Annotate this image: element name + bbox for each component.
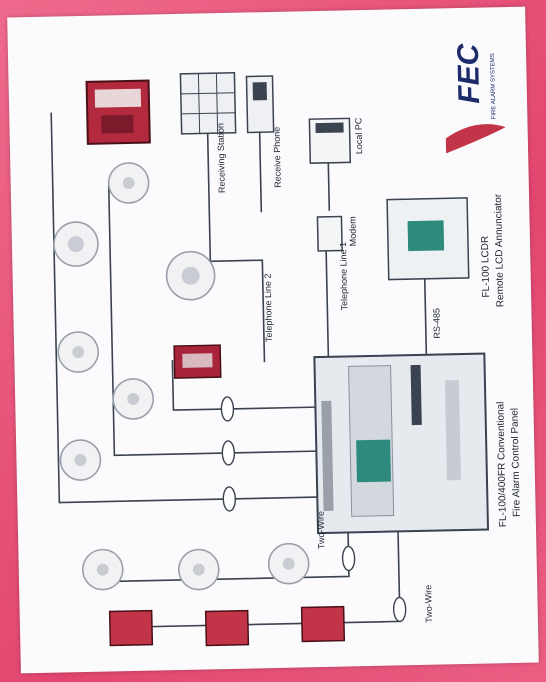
receive-phone-label: Receive Phone bbox=[272, 127, 283, 188]
module-panel bbox=[101, 115, 133, 134]
two-wire-label-2: Two-Wire bbox=[423, 585, 434, 623]
annunciator-caption-2: Remote LCD Annunciator bbox=[493, 193, 506, 307]
telephone-line-1-label: Telephone Line 1 bbox=[338, 242, 349, 311]
control-panel bbox=[314, 354, 488, 534]
logo-swoosh bbox=[446, 124, 507, 154]
local-pc bbox=[309, 118, 350, 163]
logo-subtext: FIRE ALARM SYSTEMS bbox=[490, 53, 497, 119]
cable-tie-2 bbox=[222, 441, 234, 465]
cable-tie-1 bbox=[221, 397, 233, 421]
rs485-wire bbox=[425, 279, 427, 359]
sounder-icon bbox=[110, 611, 153, 646]
diagram-sheet: Receiving Station Receive Phone Telephon… bbox=[7, 7, 539, 674]
receive-phone-wire bbox=[260, 132, 262, 212]
cable-tie-4 bbox=[342, 546, 355, 570]
receive-phone bbox=[246, 76, 273, 133]
remote-annunciator bbox=[387, 198, 469, 280]
modem-pc-wire bbox=[328, 161, 329, 211]
panel-terminal-strip bbox=[445, 380, 461, 480]
pc-screen bbox=[315, 122, 343, 133]
two-wire-label-1: Two-Wire bbox=[316, 511, 327, 549]
receiving-station-label: Receiving Station bbox=[215, 123, 226, 193]
phone-handset bbox=[253, 82, 267, 100]
local-pc-label: Local PC bbox=[353, 117, 364, 154]
sounder-icon bbox=[302, 607, 345, 642]
annunciator-caption-1: FL-100 LCDR bbox=[480, 236, 492, 298]
logo-text: FEC bbox=[452, 42, 486, 104]
annunciator-lcd bbox=[408, 220, 445, 251]
sounder-icon bbox=[206, 611, 249, 646]
cable-tie-3 bbox=[223, 487, 235, 511]
receiving-station-box bbox=[180, 73, 235, 134]
wiring-diagram: Receiving Station Receive Phone Telephon… bbox=[7, 7, 539, 674]
panel-led-column bbox=[411, 365, 422, 425]
brand-logo: FEC FIRE ALARM SYSTEMS bbox=[444, 42, 506, 154]
panel-caption-2: Fire Alarm Control Panel bbox=[509, 408, 522, 517]
manual-call-point bbox=[174, 345, 221, 378]
sounders bbox=[110, 607, 345, 648]
panel-caption-1: FL-100/400FR Conventional bbox=[495, 401, 509, 527]
telephone-line-1-wire bbox=[326, 251, 328, 361]
panel-lcd bbox=[356, 440, 391, 483]
rs485-label: RS-485 bbox=[431, 308, 442, 339]
cable-tie-5 bbox=[393, 597, 406, 621]
modem-label: Modem bbox=[347, 216, 358, 246]
receiving-station bbox=[180, 73, 235, 134]
panel-cabinet bbox=[314, 354, 488, 534]
telephone-line-2-label: Telephone Line 2 bbox=[263, 273, 274, 342]
call-point-glass bbox=[182, 353, 212, 368]
top-red-module bbox=[87, 81, 150, 144]
module-display bbox=[95, 89, 141, 108]
